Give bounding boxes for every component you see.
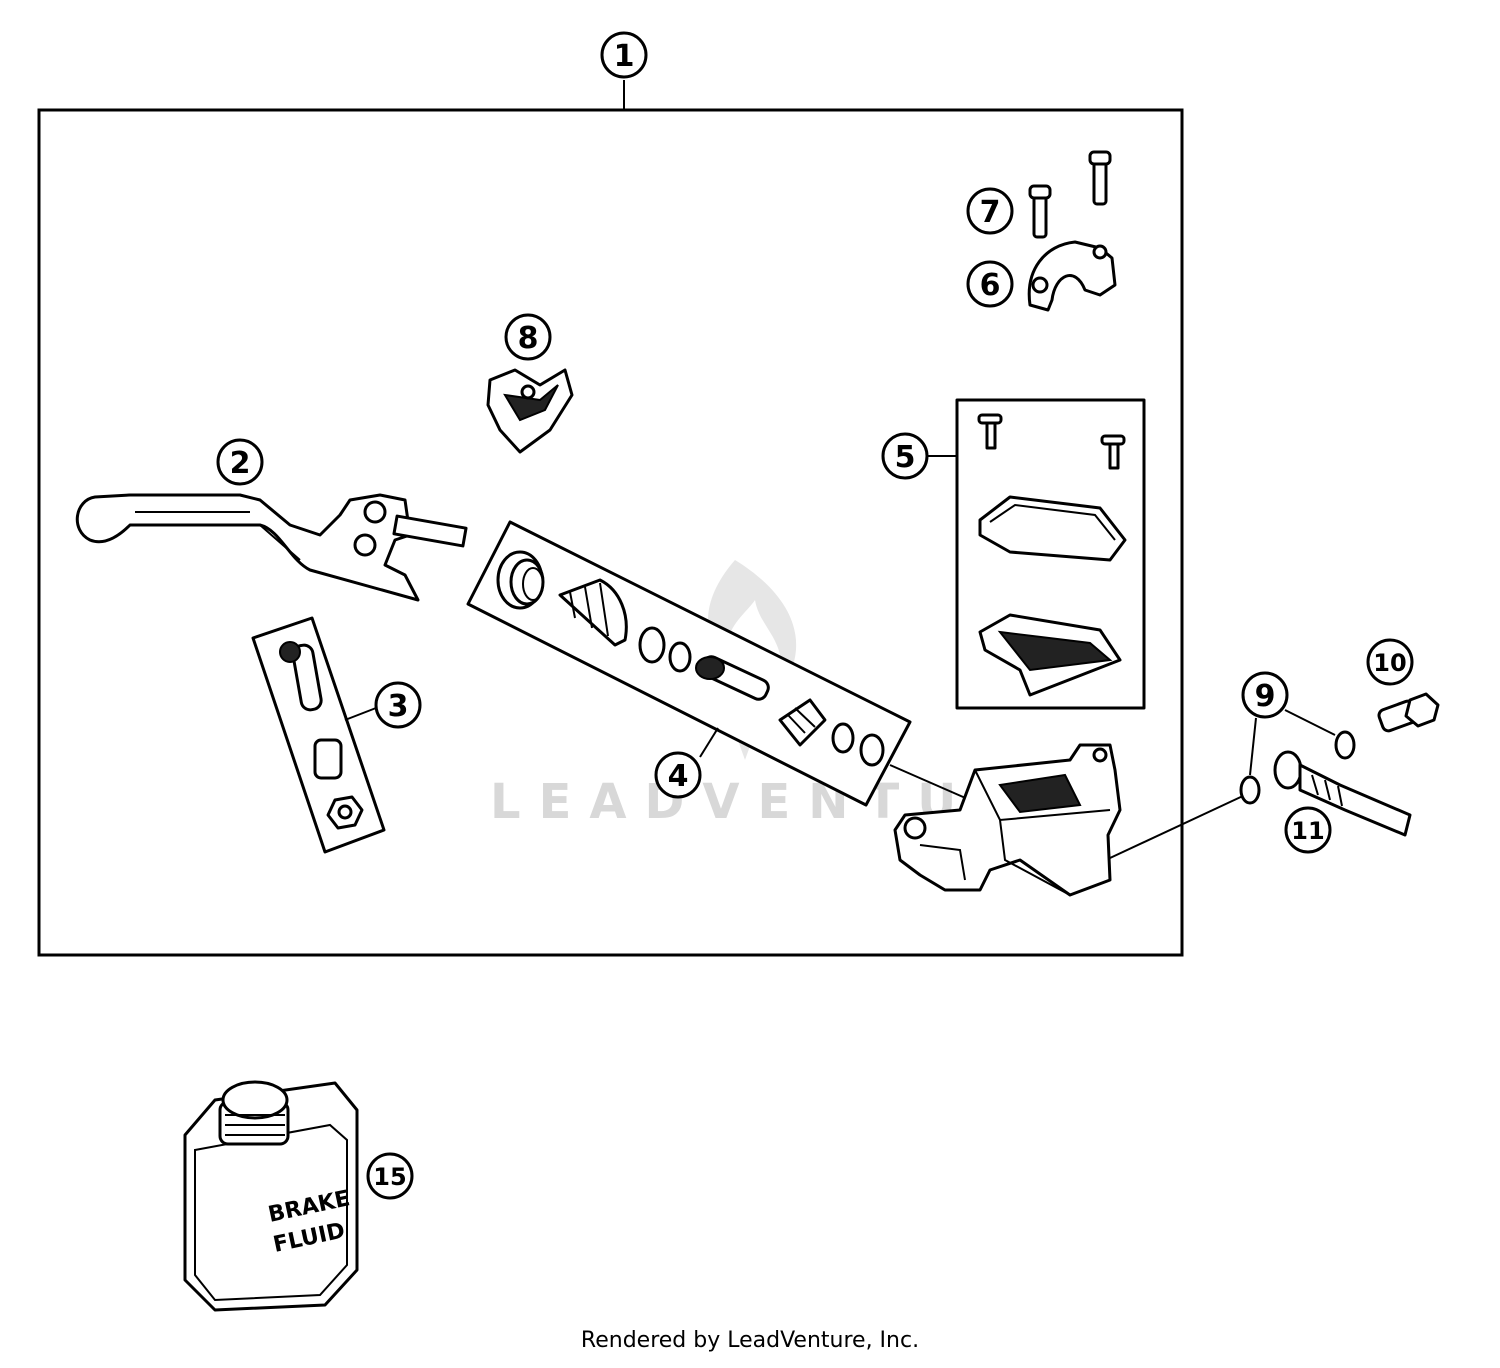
parts-diagram: LEADVENTURE 1 2 3 (37, 31, 1440, 1312)
callout-8[interactable]: 8 (504, 313, 552, 361)
callout-2-label: 2 (230, 446, 251, 481)
lever-adjuster (486, 368, 574, 454)
callout-9-label: 9 (1255, 679, 1276, 714)
callout-4[interactable]: 4 (654, 751, 702, 799)
sealing-washers (1239, 730, 1356, 805)
callout-5[interactable]: 5 (881, 432, 929, 480)
pivot-bolt-kit (251, 616, 386, 854)
callout-2[interactable]: 2 (216, 438, 264, 486)
banjo-bolt (1377, 692, 1440, 733)
callout-10-label: 10 (1373, 649, 1406, 677)
piston-kit (466, 520, 912, 807)
callout-15[interactable]: 15 (366, 1152, 414, 1200)
footer-credit: Rendered by LeadVenture, Inc. (580, 1328, 920, 1353)
callout-4-label: 4 (668, 759, 689, 794)
callout-5-label: 5 (895, 440, 916, 475)
handlebar-clamp (1027, 240, 1117, 312)
callout-3[interactable]: 3 (374, 681, 422, 729)
callout-6-label: 6 (980, 268, 1001, 303)
kit-frame (37, 108, 1184, 957)
brake-lever (75, 493, 468, 602)
callout-10[interactable]: 10 (1366, 638, 1414, 686)
reservoir-cover-kit (955, 398, 1146, 710)
callout-11[interactable]: 11 (1284, 806, 1332, 854)
brake-fluid-can: BRAKE FLUID (183, 1080, 359, 1312)
callout-9[interactable]: 9 (1241, 671, 1289, 719)
clamp-bolts (1028, 150, 1112, 239)
callout-1[interactable]: 1 (600, 31, 648, 79)
callout-1-label: 1 (614, 39, 635, 74)
master-cylinder-body (893, 743, 1122, 897)
callout-11-label: 11 (1291, 817, 1324, 845)
callout-7-label: 7 (980, 195, 1001, 230)
callout-6[interactable]: 6 (966, 260, 1014, 308)
callout-7[interactable]: 7 (966, 187, 1014, 235)
callout-3-label: 3 (388, 689, 409, 724)
brake-line (1273, 750, 1412, 837)
callout-8-label: 8 (518, 321, 539, 356)
callout-15-label: 15 (373, 1163, 406, 1191)
